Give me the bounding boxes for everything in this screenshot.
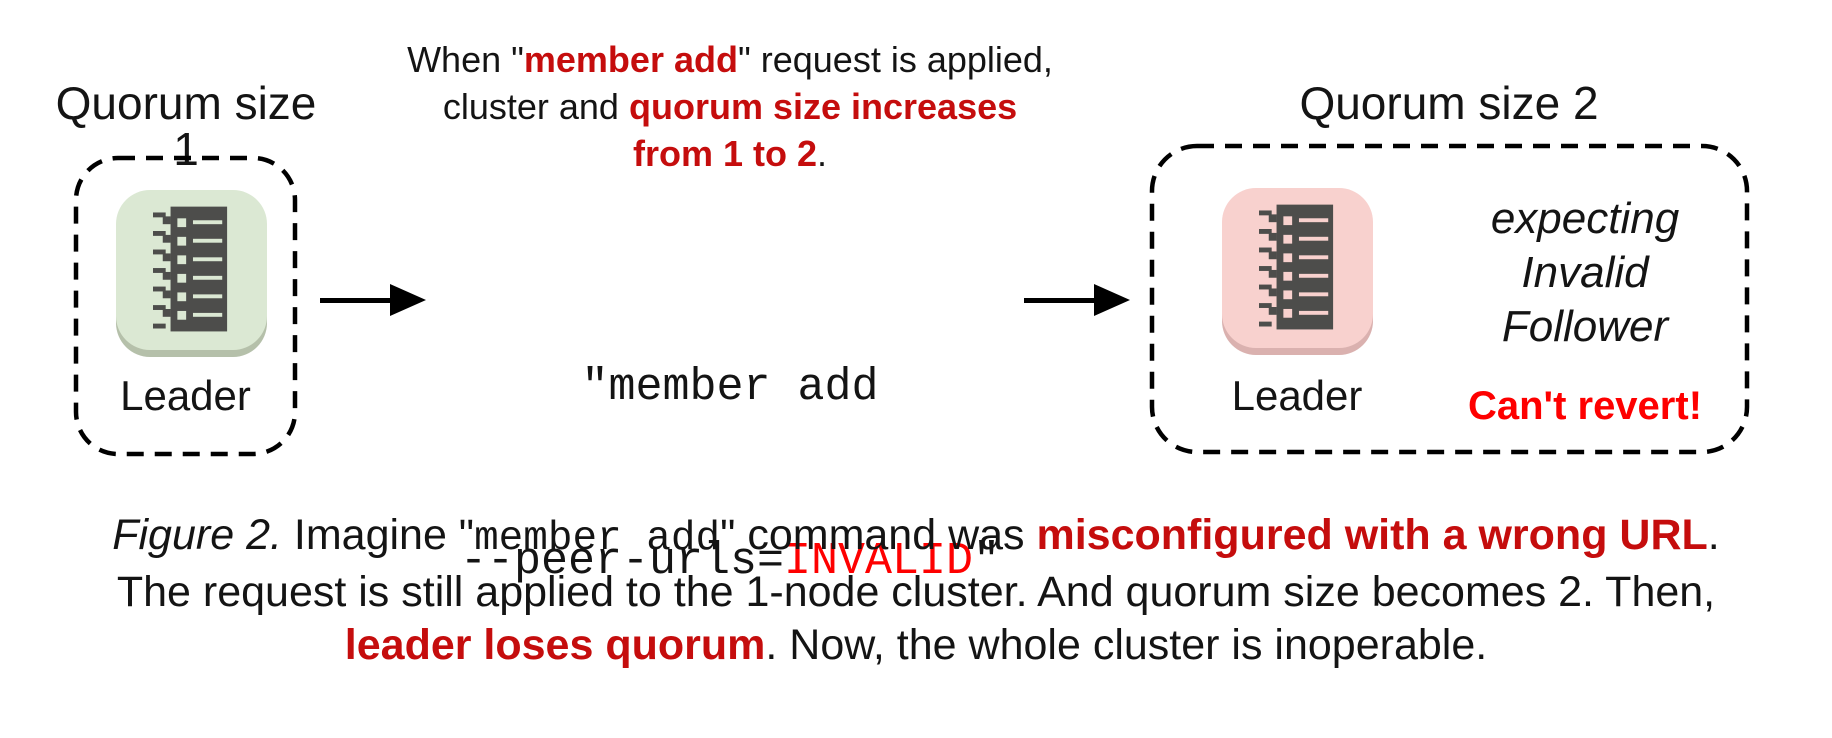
command-line-2: --peer-urls=INVALID" <box>400 533 1060 591</box>
expecting-line: expecting <box>1490 194 1680 243</box>
note-line-3: from 1 to 2. <box>400 130 1060 177</box>
note-1-pre: When " <box>407 39 524 80</box>
ledger-log-icon <box>152 206 227 332</box>
expecting-line: Follower <box>1501 302 1669 351</box>
note-2-pre: cluster and <box>442 86 629 127</box>
left-leader-label: Leader <box>120 372 251 419</box>
note-line-1: When "member add" request is applied, <box>400 36 1060 83</box>
caption-1-post: . <box>1707 511 1720 559</box>
expecting-line: Invalid <box>1521 248 1649 297</box>
note-3-emphasis: from 1 to 2 <box>632 133 817 174</box>
caption-loses-quorum-emphasis: leader loses quorum <box>344 621 766 669</box>
note-1-post: " request is applied, <box>737 39 1053 80</box>
leader-log-node-icon <box>1222 188 1373 348</box>
command-line-1: "member add <box>581 362 879 413</box>
caption-1-mid: " command was <box>720 511 1037 559</box>
note-line-2: cluster and quorum size increases <box>400 83 1060 130</box>
arrow-head-icon <box>1094 284 1130 316</box>
figure-caption: Figure 2. Imagine "member add" command w… <box>16 509 1816 672</box>
arrow-right-icon <box>320 284 426 316</box>
left-cluster-title: Quorum size 1 <box>55 77 317 175</box>
caption-line-3: leader loses quorum. Now, the whole clus… <box>16 619 1816 672</box>
caption-1-pre: Imagine " <box>281 511 475 559</box>
right-cluster-title: Quorum size 2 <box>1299 77 1599 129</box>
arrow-shaft <box>1024 298 1100 303</box>
command-invalid-value: INVALID <box>784 536 974 587</box>
note-2-emphasis: quorum size increases <box>628 86 1018 127</box>
arrow-shaft <box>320 298 396 303</box>
left-cluster-dashed-boundary <box>73 155 298 457</box>
command-2-pre: --peer-urls= <box>459 536 784 587</box>
right-cluster-dashed-boundary <box>1149 143 1750 455</box>
ledger-log-icon <box>1258 204 1333 330</box>
command-2-post: " <box>973 536 1001 587</box>
expecting-invalid-follower-note: expecting Invalid Follower <box>1412 192 1758 354</box>
caption-line-1: Figure 2. Imagine "member add" command w… <box>16 509 1816 566</box>
arrow-right-icon <box>1024 284 1130 316</box>
note-3-post: . <box>817 133 828 174</box>
cant-revert-warning: Can't revert! <box>1467 384 1703 428</box>
caption-member-add-code: member add <box>474 516 721 562</box>
figure-number-label: Figure 2. <box>112 511 282 559</box>
member-add-note: When "member add" request is applied, cl… <box>400 36 1060 177</box>
caption-misconfigured-emphasis: misconfigured with a wrong URL <box>1036 511 1708 559</box>
arrow-head-icon <box>390 284 426 316</box>
caption-3-post: . Now, the whole cluster is inoperable. <box>765 621 1488 669</box>
right-leader-label: Leader <box>1231 372 1363 419</box>
caption-line-2: The request is still applied to the 1-no… <box>116 568 1716 616</box>
leader-log-node-icon <box>116 190 267 350</box>
member-add-command: "member add --peer-urls=INVALID" <box>400 243 1060 707</box>
note-1-emphasis: member add <box>523 39 738 80</box>
